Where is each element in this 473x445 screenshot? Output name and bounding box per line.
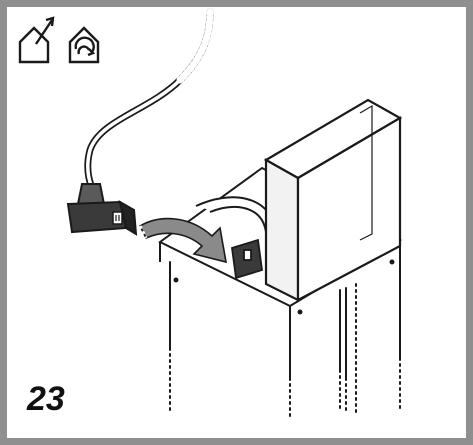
power-connector-plug [66,183,138,236]
installation-illustration [18,8,403,421]
house-ducted-extraction-icon [18,16,55,64]
hood-panel [263,98,403,302]
insertion-arrow [138,217,228,264]
power-socket [231,238,263,280]
step-number: 23 [27,380,65,418]
house-recirculation-icon [68,26,100,64]
power-cable [84,8,214,192]
support-frame [169,257,401,421]
